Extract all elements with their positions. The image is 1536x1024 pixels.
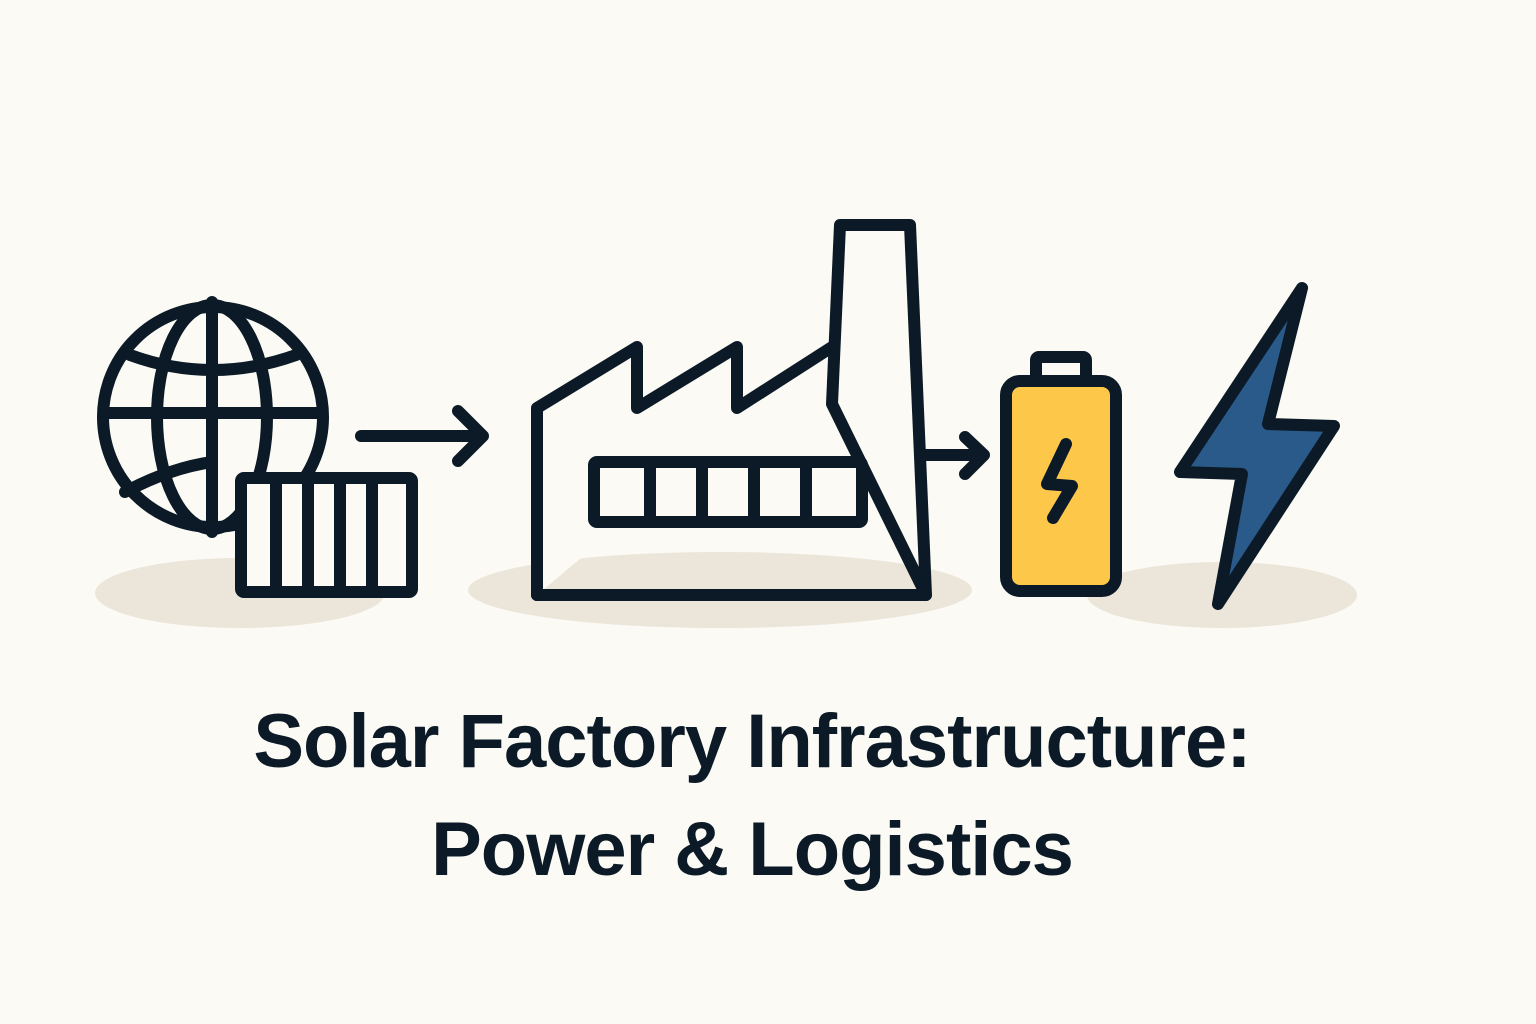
battery-bolt-icon (1041, 438, 1078, 524)
arrow-right-icon (920, 431, 990, 480)
factory-icon (531, 219, 932, 601)
title-line-2: Power & Logistics (431, 807, 1074, 892)
globe-icon (97, 296, 329, 538)
lightning-bolt-icon (1174, 282, 1340, 610)
factory-windows (588, 456, 868, 528)
title-line-1: Solar Factory Infrastructure: (253, 699, 1251, 784)
battery-icon (1000, 351, 1122, 597)
shipping-container-icon (235, 472, 418, 598)
arrow-right-icon (355, 405, 489, 467)
